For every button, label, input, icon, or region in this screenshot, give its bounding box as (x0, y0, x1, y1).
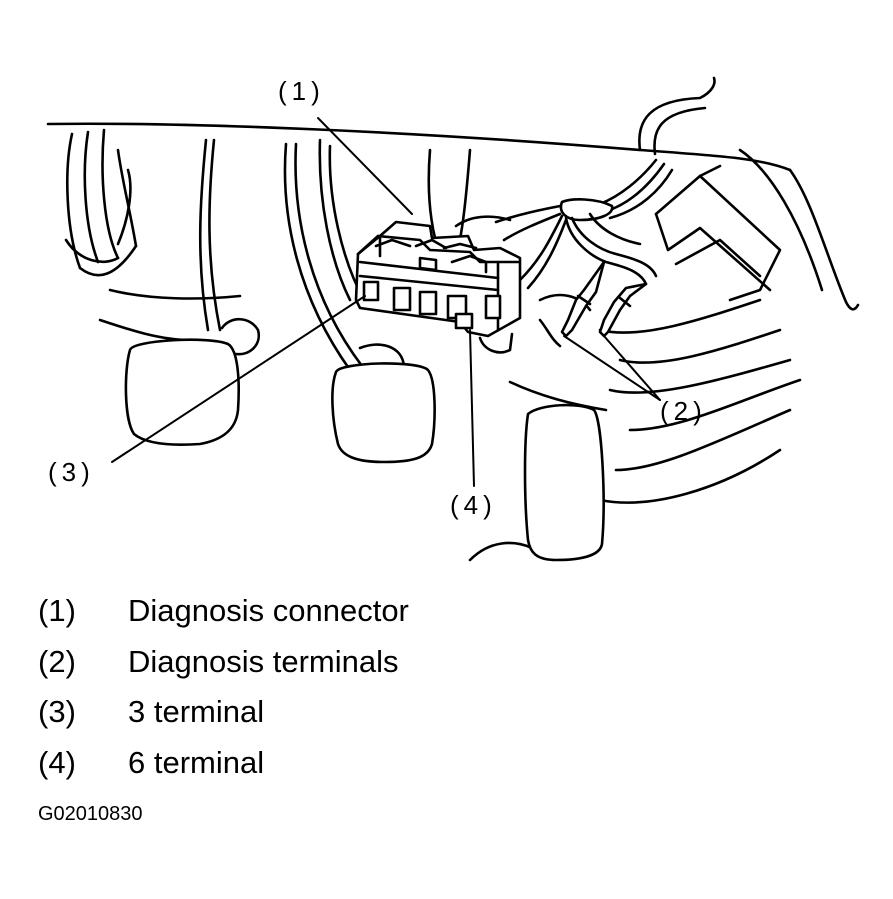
callout-1: (1) (278, 76, 325, 106)
callout-4: (4) (450, 490, 497, 520)
diagnosis-connector (354, 220, 522, 354)
diagnosis-connector-illustration (46, 76, 860, 562)
legend-item: (2) Diagnosis terminals (38, 639, 738, 690)
wire-harness (454, 158, 674, 290)
legend-number: (3) (38, 694, 76, 729)
legend-number: (4) (38, 744, 76, 780)
legend-label: Diagnosis terminals (128, 643, 399, 679)
brake-pedal (124, 338, 240, 446)
callout-2: (2) (660, 396, 707, 426)
legend-item: (3) 3 terminal (38, 689, 738, 740)
legend-number: (1) (38, 593, 76, 628)
callout-3: (3) (48, 457, 95, 487)
legend-item: (1) Diagnosis connector (38, 588, 738, 639)
accelerator-pedal (331, 362, 436, 464)
legend-number: (2) (38, 643, 76, 679)
floor-contour (98, 288, 802, 562)
left-wiring (64, 128, 138, 277)
figure-code: G02010830 (38, 803, 143, 825)
legend-label: 6 terminal (128, 744, 265, 780)
legend-label: Diagnosis connector (128, 593, 409, 628)
diagnosis-terminals (560, 260, 648, 338)
air-duct (654, 164, 782, 302)
legend-label: 3 terminal (128, 694, 265, 729)
clutch-pedal (523, 403, 605, 562)
legend: (1) Diagnosis connector (2) Diagnosis te… (38, 588, 738, 790)
legend-item: (4) 6 terminal (38, 740, 738, 791)
dashboard-outline (46, 76, 860, 311)
leader-lines (111, 117, 661, 487)
